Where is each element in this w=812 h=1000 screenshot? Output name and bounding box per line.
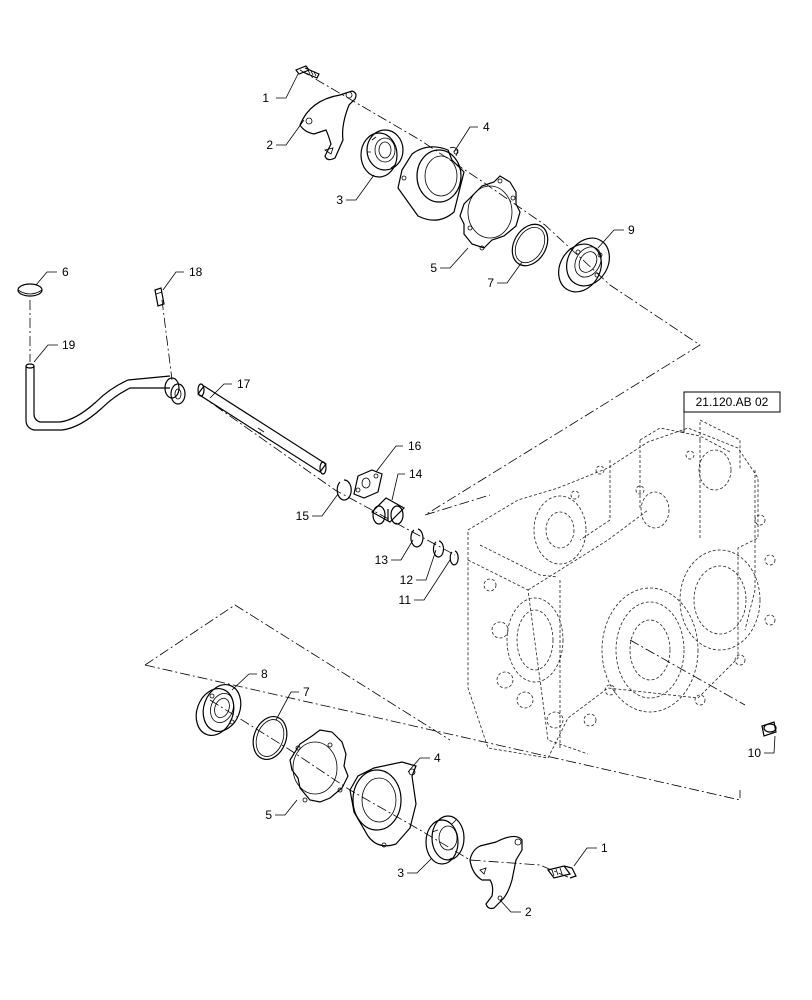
bolt-top <box>295 65 320 79</box>
callout-18: 18 <box>189 265 203 279</box>
callout-17: 17 <box>237 377 251 391</box>
callout-2-top: 2 <box>266 138 273 152</box>
bearing-cup-top <box>360 129 404 178</box>
callout-8: 8 <box>261 667 268 681</box>
housing-centerline-right <box>424 494 746 706</box>
callout-1-bottom: 1 <box>601 841 608 855</box>
gasket-bottom <box>289 729 349 803</box>
ring-11 <box>449 550 459 566</box>
callout-19: 19 <box>62 338 76 352</box>
top-centerline <box>299 69 701 516</box>
roll-pin <box>154 287 165 307</box>
callout-2-bottom: 2 <box>525 905 532 919</box>
retaining-plate-top <box>299 90 357 161</box>
ring-13 <box>410 528 424 548</box>
callout-13: 13 <box>375 553 389 567</box>
callout-3-top: 3 <box>336 193 343 207</box>
callout-10: 10 <box>748 746 762 760</box>
callout-1-top: 1 <box>262 91 269 105</box>
bearing-housing-bottom <box>349 761 417 848</box>
callout-14: 14 <box>409 467 423 481</box>
callout-5-top: 5 <box>430 261 437 275</box>
callout-9: 9 <box>628 223 635 237</box>
callout-7-bottom: 7 <box>303 685 310 699</box>
callout-15: 15 <box>296 509 310 523</box>
dowel-pin <box>761 721 777 737</box>
lock-plate <box>353 469 383 499</box>
reference-box: 21.120.AB 02 <box>683 391 781 413</box>
snap-ring-top <box>511 223 549 267</box>
bushing <box>371 497 405 525</box>
callout-4-top: 4 <box>483 120 490 134</box>
callout-16: 16 <box>408 439 422 453</box>
snap-ring-bottom <box>252 716 288 760</box>
callout-3-bottom: 3 <box>397 866 404 880</box>
ring-12 <box>432 540 445 558</box>
transmission-housing <box>467 419 776 759</box>
bolt-bottom <box>546 865 577 879</box>
callout-11: 11 <box>399 593 412 607</box>
retaining-plate-bottom <box>469 835 523 910</box>
bearing-housing-top <box>397 146 465 221</box>
callout-labels: 1 2 3 4 5 7 9 6 18 19 17 16 14 15 13 12 … <box>62 91 761 919</box>
rod-centerlines <box>29 299 456 556</box>
gasket-top <box>459 175 521 251</box>
callout-6: 6 <box>62 265 69 279</box>
plug-cap <box>17 283 43 297</box>
bearing-cup-bottom <box>425 815 465 865</box>
callout-12: 12 <box>400 573 414 587</box>
leader-lines <box>33 73 776 913</box>
circlip-15 <box>336 479 352 501</box>
reference-box-label: 21.120.AB 02 <box>696 395 769 409</box>
shift-lever <box>25 363 186 431</box>
shift-shaft <box>197 383 327 475</box>
callout-4-bottom: 4 <box>434 751 441 765</box>
callout-5-bottom: 5 <box>265 808 272 822</box>
bottom-centerline <box>144 604 741 879</box>
callout-7-top: 7 <box>487 276 494 290</box>
ball-bearing-bottom <box>195 684 242 736</box>
ball-bearing-top <box>558 237 610 293</box>
reference-leader <box>680 412 685 433</box>
